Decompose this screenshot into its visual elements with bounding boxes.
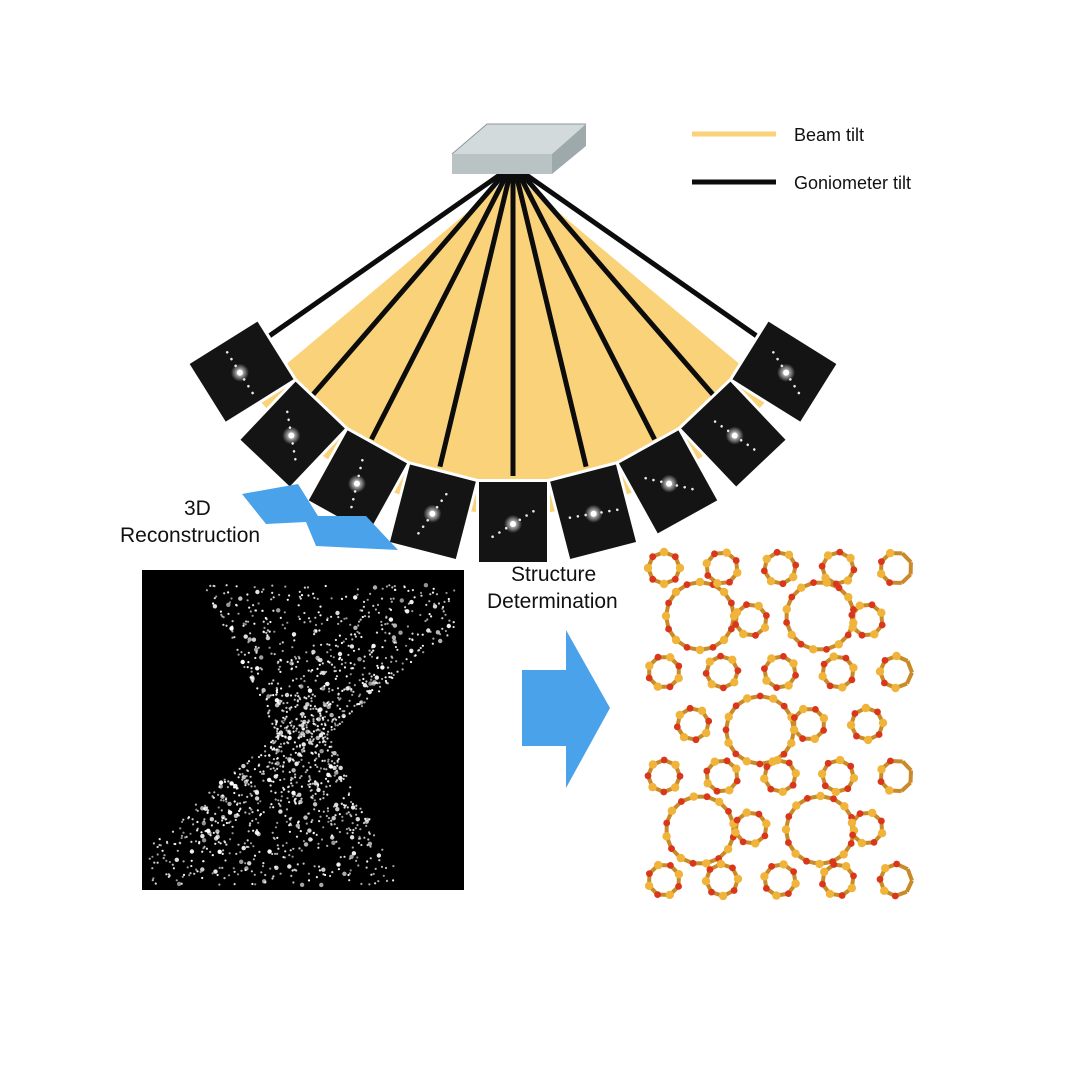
reconstruction-label-line2: Reconstruction: [120, 523, 260, 549]
beam-tilt-legend-label: Beam tilt: [794, 122, 864, 148]
zeolite-framework-structure: [644, 548, 912, 900]
diffraction-frame: [476, 479, 550, 565]
structure-determination-arrow: [522, 630, 610, 788]
crystal-sample: [452, 124, 586, 174]
reconstruction-label-line1: 3D: [184, 496, 211, 522]
goniometer-tilt-legend-label: Goniometer tilt: [794, 170, 911, 196]
structure-label-line2: Determination: [487, 589, 618, 615]
structure-label-line1: Structure: [511, 562, 596, 588]
